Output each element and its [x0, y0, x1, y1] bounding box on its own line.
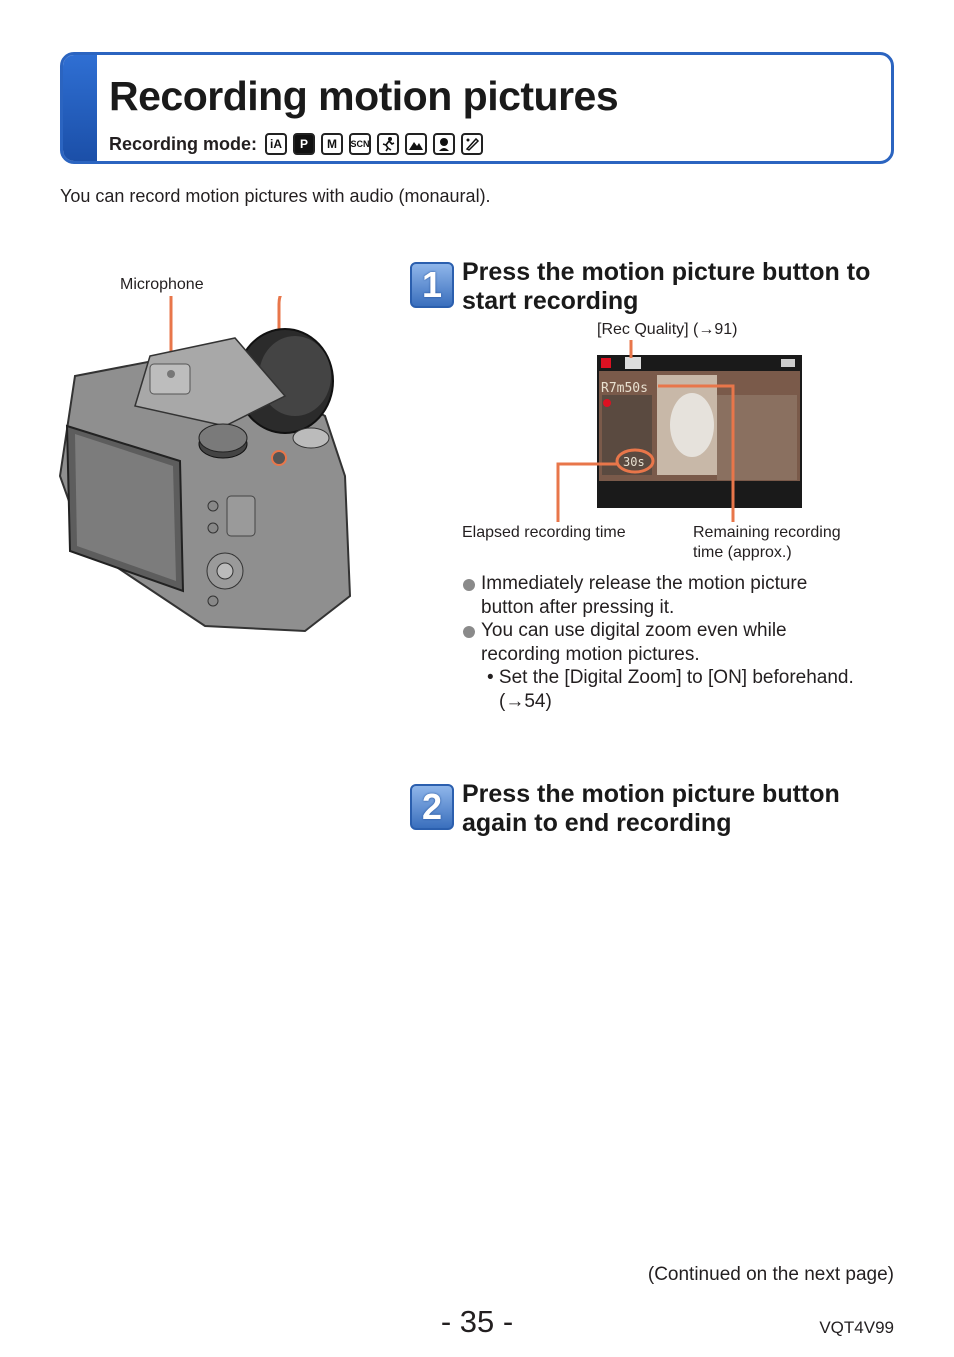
recording-mode-label: Recording mode: [109, 133, 258, 154]
portrait-mode-icon [433, 133, 456, 155]
page-header: Recording motion pictures Recording mode… [60, 52, 894, 164]
lcd-screen-illustration: R7m50s 30s [597, 355, 802, 508]
step-1-badge: 1 [410, 262, 454, 308]
note-bullet: Immediately release the motion picture b… [463, 572, 903, 619]
page-title: Recording motion pictures [109, 73, 619, 119]
remaining-time-readout: R7m50s [601, 381, 648, 396]
step-2-title: Press the motion picture button again to… [462, 780, 840, 838]
header-accent-tab [63, 55, 97, 161]
note-sub-item: • Set the [Digital Zoom] to [ON] beforeh… [487, 667, 854, 712]
recording-mode-row: Recording mode: iA P M SCN [109, 133, 484, 155]
step-1-title-line2: start recording [462, 287, 639, 315]
document-code: VQT4V99 [819, 1318, 894, 1337]
remaining-time-label-line2: time (approx.) [693, 544, 792, 561]
elapsed-time-label: Elapsed recording time [462, 524, 626, 541]
microphone-label: Microphone [120, 276, 204, 293]
bullet-dot-icon [463, 579, 475, 591]
scenery-mode-icon [405, 133, 428, 155]
camera-illustration [58, 296, 352, 633]
rec-quality-label: [Rec Quality] (→91) [597, 321, 738, 338]
program-mode-icon: P [293, 133, 316, 155]
note-bullet: You can use digital zoom even while reco… [463, 619, 903, 666]
continued-note: (Continued on the next page) [647, 1264, 894, 1285]
screen-callout-lines [556, 340, 735, 522]
step-2-title-line1: Press the motion picture button [462, 780, 840, 808]
step-1-title: Press the motion picture button to start… [462, 258, 870, 316]
intro-text: You can record motion pictures with audi… [60, 186, 491, 206]
creative-control-mode-icon [461, 133, 484, 155]
scene-mode-icon: SCN [349, 133, 372, 155]
sports-mode-icon [377, 133, 400, 155]
intelligent-auto-mode-icon: iA [265, 133, 288, 155]
motion-button-callout-line [277, 296, 282, 456]
remaining-time-label-line1: Remaining recording [693, 524, 841, 541]
step-1-title-line1: Press the motion picture button to [462, 258, 871, 286]
step-2-badge: 2 [410, 784, 454, 830]
remaining-time-label: Remaining recording time (approx.) [693, 523, 841, 563]
page-number: - 35 - [440, 1304, 514, 1339]
elapsed-time-readout: 30s [623, 455, 645, 469]
step-2-title-line2: again to end recording [462, 809, 732, 837]
step-1-notes: Immediately release the motion picture b… [463, 572, 903, 713]
bullet-dot-icon [463, 626, 475, 638]
manual-mode-icon: M [321, 133, 344, 155]
